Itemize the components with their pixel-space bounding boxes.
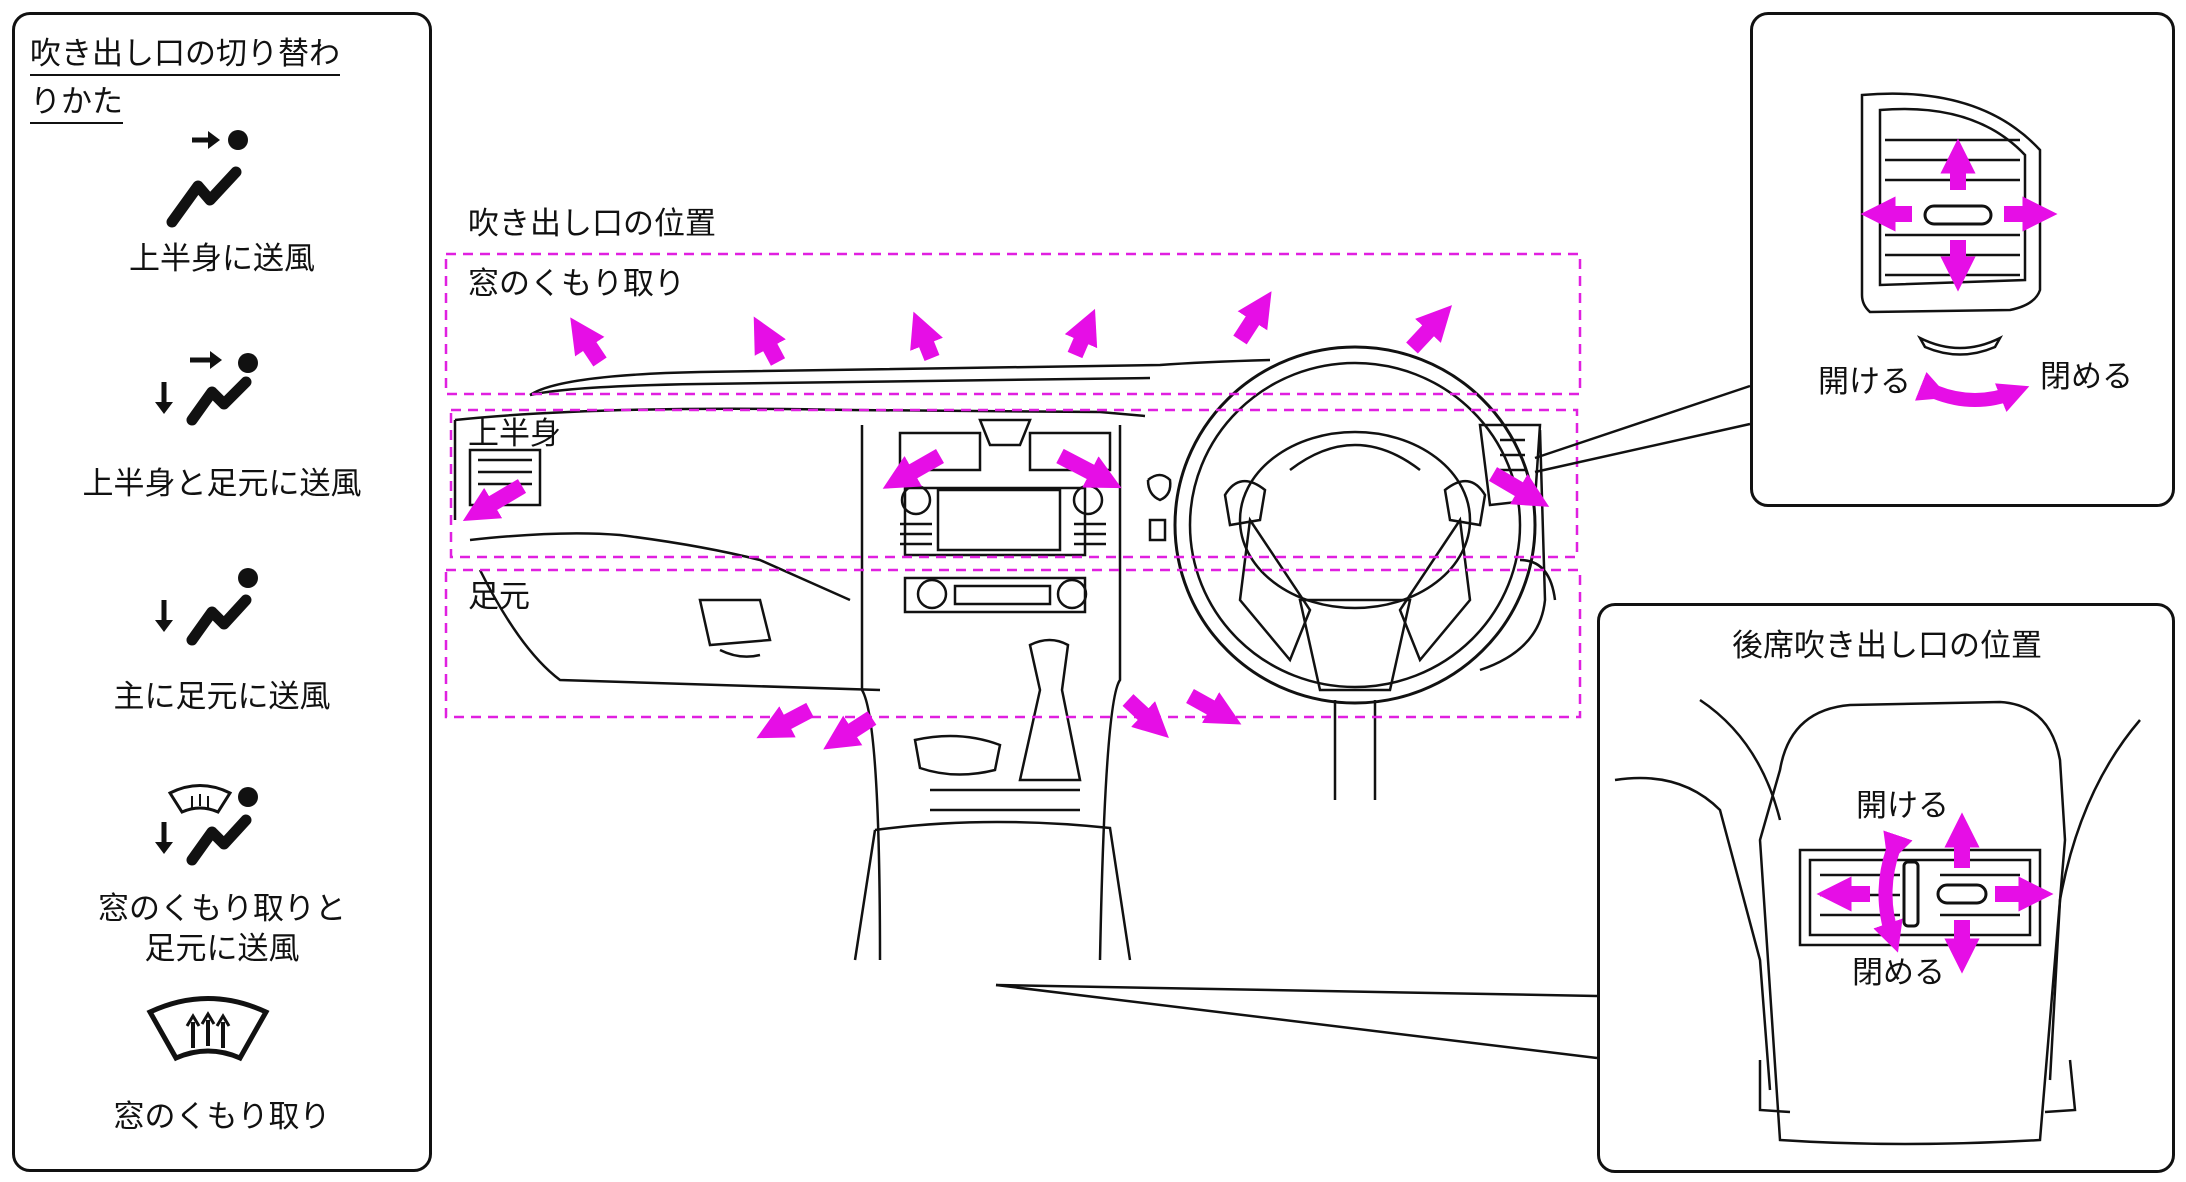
- legend-title-line1: 吹き出し口の切り替わ: [30, 35, 340, 76]
- zone-boxes: [444, 252, 1582, 719]
- zone-label-foot: 足元: [468, 579, 530, 615]
- zone-label-defrost: 窓のくもり取り: [468, 266, 685, 302]
- rear-console-drawing: [1614, 698, 2141, 1146]
- bilevel-vent-icon: [155, 351, 258, 426]
- defrost-foot-vent-icon: [155, 784, 258, 866]
- rear-vent-dial[interactable]: [1902, 860, 1920, 928]
- front-vent-dial-arrow: [1914, 371, 2030, 413]
- rear-vent-knob[interactable]: [1936, 883, 1988, 905]
- mode-label-defrost: 窓のくもり取り: [113, 1099, 331, 1135]
- rear-vent-dial-arrow: [1873, 830, 1913, 953]
- zone-label-upper: 上半身: [468, 416, 561, 452]
- legend-title-line2: りかた: [30, 83, 123, 124]
- foot-vent-icon: [155, 568, 258, 646]
- mode-label-foot: 主に足元に送風: [113, 679, 331, 715]
- front-vent-close-label: 閉める: [2040, 359, 2133, 395]
- front-vent-knob[interactable]: [1923, 204, 1993, 226]
- defrost-zone-box: [444, 252, 1582, 396]
- foot-zone-box: [444, 568, 1582, 719]
- upper-zone-box: [449, 408, 1579, 559]
- rear-vent-title: 後席吹き出し口の位置: [1732, 628, 2042, 664]
- front-vent-arrows: [1860, 138, 2058, 292]
- rear-vent-close-label: 閉める: [1852, 955, 1945, 991]
- vent-location-heading: 吹き出し口の位置: [468, 206, 716, 242]
- rear-vent-arrows: [1816, 812, 2054, 974]
- mode-label-bilevel: 上半身と足元に送風: [82, 466, 362, 502]
- airflow-arrows: [462, 291, 1550, 750]
- mode-label-defrost-foot-line1: 窓のくもり取りと: [98, 891, 346, 927]
- rear-vent-open-label: 開ける: [1852, 787, 1953, 826]
- front-vent-open-label: 開ける: [1818, 364, 1911, 400]
- mode-label-defrost-foot-line2: 足元に送風: [144, 931, 300, 967]
- callout-lines: [995, 384, 1751, 1060]
- face-vent-icon: [166, 130, 248, 228]
- defrost-icon: [146, 996, 270, 1062]
- mode-legend-panel: [12, 12, 432, 1172]
- mode-label-face: 上半身に送風: [129, 241, 315, 277]
- dashboard-outline: [453, 345, 1557, 961]
